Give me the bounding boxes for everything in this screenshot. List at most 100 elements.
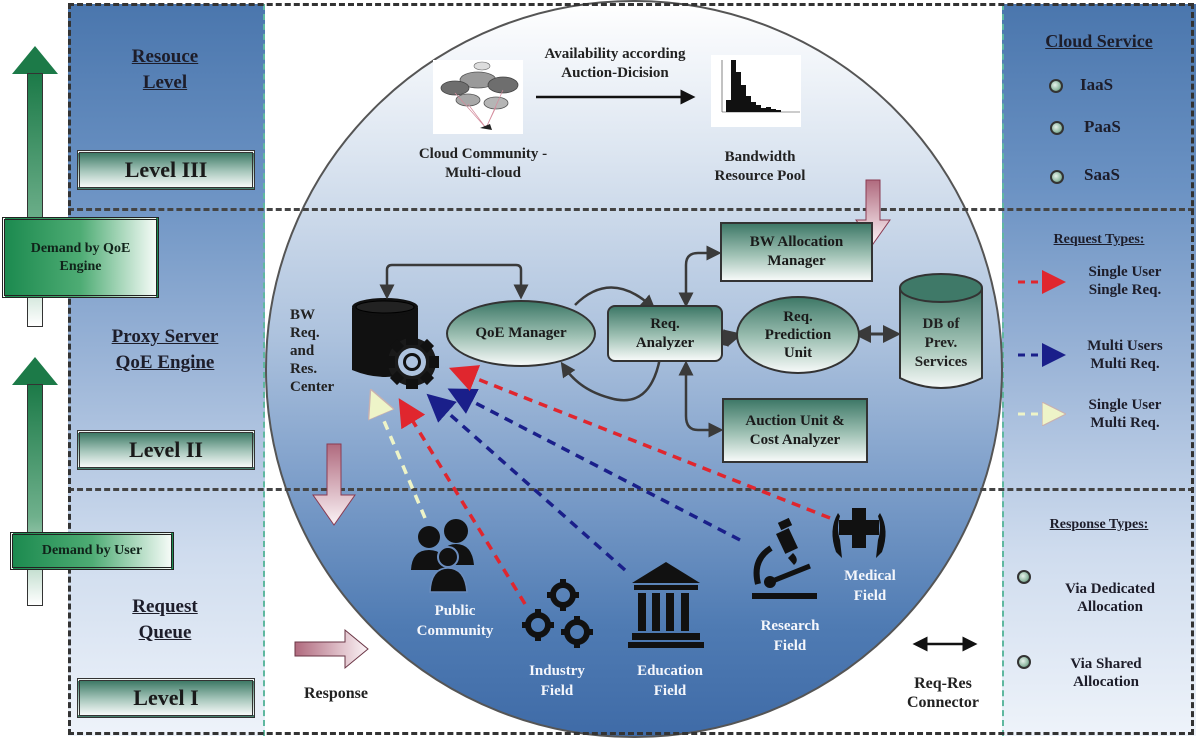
req-type-3-line2: Multi Req. <box>1090 415 1160 431</box>
medical-line1: Medical <box>844 568 896 584</box>
education-line1: Education <box>637 663 703 679</box>
req-type-1-line1: Single User <box>1088 264 1162 280</box>
request-queue-title: Request Queue <box>70 594 260 646</box>
medical-line2: Field <box>853 588 887 604</box>
req-type-3-line1: Single User <box>1088 397 1162 413</box>
demand-user-arrow-head-icon <box>12 357 58 385</box>
qoe-manager-node: QoE Manager <box>446 300 596 367</box>
bandwidth-pool-label: Bandwidth Resource Pool <box>690 148 830 186</box>
education-building-icon <box>628 562 704 648</box>
resource-level-line1: Resouce <box>131 46 199 67</box>
paas-label: PaaS <box>1084 117 1121 136</box>
public-community-line1: Public <box>434 603 476 619</box>
cloud-community-label: Cloud Community - Multi-cloud <box>398 145 568 183</box>
level-ii-box: Level II <box>77 430 255 470</box>
db-prev-line2: Prev. <box>924 335 958 351</box>
center-qoe-connector <box>379 263 529 300</box>
dedicated-allocation-bullet-icon <box>1017 570 1031 584</box>
request-type-single-multi: Single User Multi Req. <box>1075 396 1175 432</box>
db-prev-line1: DB of <box>922 316 960 332</box>
response-types-title: Response Types: <box>1049 517 1149 532</box>
resp-type-2-line1: Via Shared <box>1070 656 1142 672</box>
paas-bullet-icon <box>1050 121 1064 135</box>
analyzer-allocation-connector <box>678 245 722 308</box>
proxy-server-line1: Proxy Server <box>111 326 219 347</box>
bw-center-line3: and <box>290 343 315 359</box>
response-type-shared: Via Shared Allocation <box>1046 655 1166 691</box>
req-prediction-unit-node: Req. Prediction Unit <box>736 296 860 374</box>
diagram-frame <box>68 3 1194 735</box>
bandwidth-histogram-image <box>711 55 801 127</box>
iaas-bullet-icon <box>1049 79 1063 93</box>
analyzer-to-qoe-connector <box>560 357 662 402</box>
request-line-education <box>426 393 627 572</box>
bw-center-line4: Res. <box>290 361 318 377</box>
req-type-2-line1: Multi Users <box>1087 338 1163 354</box>
section-divider-top <box>68 208 1194 211</box>
cloud-community-line2: Multi-cloud <box>445 165 521 181</box>
auction-unit-node: Auction Unit & Cost Analyzer <box>722 398 868 463</box>
request-line-research <box>447 388 741 542</box>
request-queue-line2: Queue <box>138 622 192 643</box>
industry-line1: Industry <box>529 663 585 679</box>
left-column-panel <box>68 4 265 736</box>
research-line1: Research <box>760 618 820 634</box>
medical-field-label: Medical Field <box>820 566 920 606</box>
demand-qoe-line2: Engine <box>59 259 102 274</box>
right-column-panel <box>1002 4 1196 736</box>
req-type-1-line2: Single Req. <box>1088 282 1162 298</box>
bw-center-line2: Req. <box>290 325 320 341</box>
req-type-2-line2: Multi Req. <box>1090 356 1160 372</box>
education-line2: Field <box>653 683 687 699</box>
auction-line1: Auction Unit & <box>745 412 845 429</box>
availability-line1: Availability according <box>544 46 686 62</box>
resp-type-2-line2: Allocation <box>1073 674 1139 690</box>
response-type-dedicated: Via Dedicated Allocation <box>1050 580 1170 616</box>
prediction-line2: Prediction <box>764 327 832 343</box>
resp-type-1-line1: Via Dedicated <box>1065 581 1155 597</box>
resource-level-line2: Level <box>142 72 188 93</box>
center-to-response-arrow-icon <box>312 443 356 526</box>
bw-center-line1: BW <box>290 307 316 323</box>
cloud-community-line1: Cloud Community - <box>418 146 548 162</box>
request-type-multi-multi: Multi Users Multi Req. <box>1075 337 1175 373</box>
education-field-label: Education Field <box>620 661 720 701</box>
saas-bullet-icon <box>1050 170 1064 184</box>
industry-line2: Field <box>540 683 574 699</box>
bw-allocation-line1: BW Allocation <box>749 234 844 250</box>
bw-center-label: BW Req. and Res. Center <box>290 306 340 396</box>
level-i-box: Level I <box>77 678 255 718</box>
demand-qoe-arrow-head-icon <box>12 46 58 74</box>
request-types-title: Request Types: <box>1053 232 1145 247</box>
response-label: Response <box>303 685 368 702</box>
db-prev-line3: Services <box>914 354 968 370</box>
cloud-service-title: Cloud Service <box>1045 31 1153 51</box>
research-line2: Field <box>773 638 807 654</box>
request-line-public-community <box>376 402 427 519</box>
db-prev-services-label: DB of Prev. Services <box>900 315 982 372</box>
request-lines <box>376 365 831 605</box>
bw-allocation-line2: Manager <box>767 253 826 269</box>
cloud-community-image <box>433 60 523 134</box>
industry-gears-icon <box>522 579 593 648</box>
section-divider-bottom <box>68 488 1194 491</box>
req-res-connector-label: Req-Res Connector <box>888 674 998 712</box>
response-arrow-icon <box>294 628 369 670</box>
proxy-server-line2: QoE Engine <box>115 352 215 373</box>
proxy-server-title: Proxy Server QoE Engine <box>70 324 260 376</box>
public-community-label: Public Community <box>405 601 505 641</box>
bw-center-database-gear-icon <box>352 298 439 389</box>
availability-line2: Auction-Dicision <box>561 65 669 81</box>
demand-qoe-line1: Demand by QoE <box>30 241 131 256</box>
research-microscope-icon <box>752 517 817 599</box>
request-queue-line1: Request <box>132 596 198 617</box>
saas-label: SaaS <box>1084 165 1120 184</box>
industry-field-label: Industry Field <box>512 661 602 701</box>
auction-line2: Cost Analyzer <box>749 431 841 448</box>
availability-label: Availability according Auction-Dicision <box>520 45 710 83</box>
iaas-label: IaaS <box>1080 75 1114 94</box>
public-community-icon <box>411 519 474 593</box>
resource-level-title: Resouce Level <box>70 44 260 96</box>
connector-line2: Connector <box>907 694 979 711</box>
